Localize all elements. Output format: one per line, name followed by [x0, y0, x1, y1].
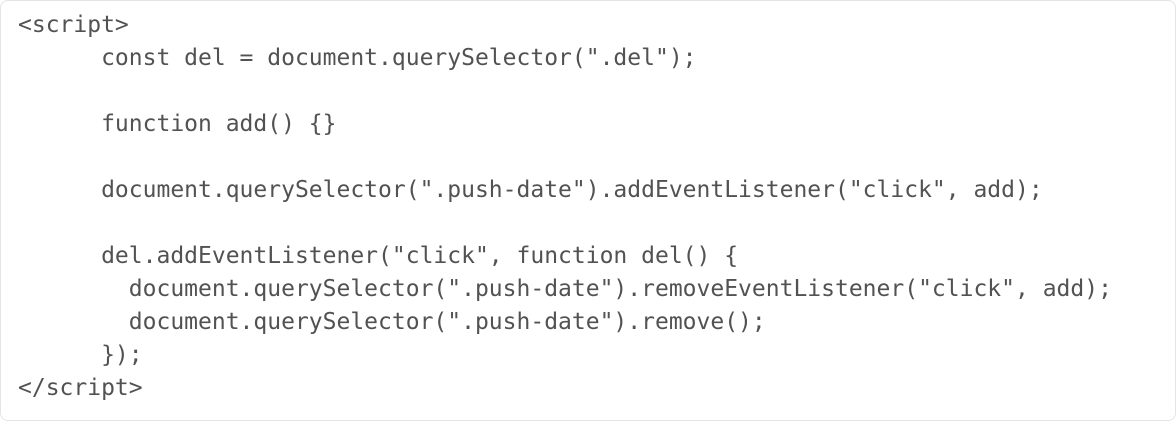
code-line: <script>: [18, 12, 129, 38]
code-line: document.querySelector(".push-date").add…: [18, 177, 1043, 203]
code-line: [18, 207, 1159, 240]
code-line: document.querySelector(".push-date").rem…: [18, 309, 766, 335]
code-line: const del = document.querySelector(".del…: [18, 45, 697, 71]
code-line: [18, 75, 1159, 108]
code-line: </script>: [18, 375, 143, 401]
code-line: del.addEventListener("click", function d…: [18, 243, 739, 269]
code-line: [18, 141, 1159, 174]
code-line: });: [18, 342, 143, 368]
code-line: function add() {}: [18, 111, 337, 137]
code-line: document.querySelector(".push-date").rem…: [18, 276, 1112, 302]
